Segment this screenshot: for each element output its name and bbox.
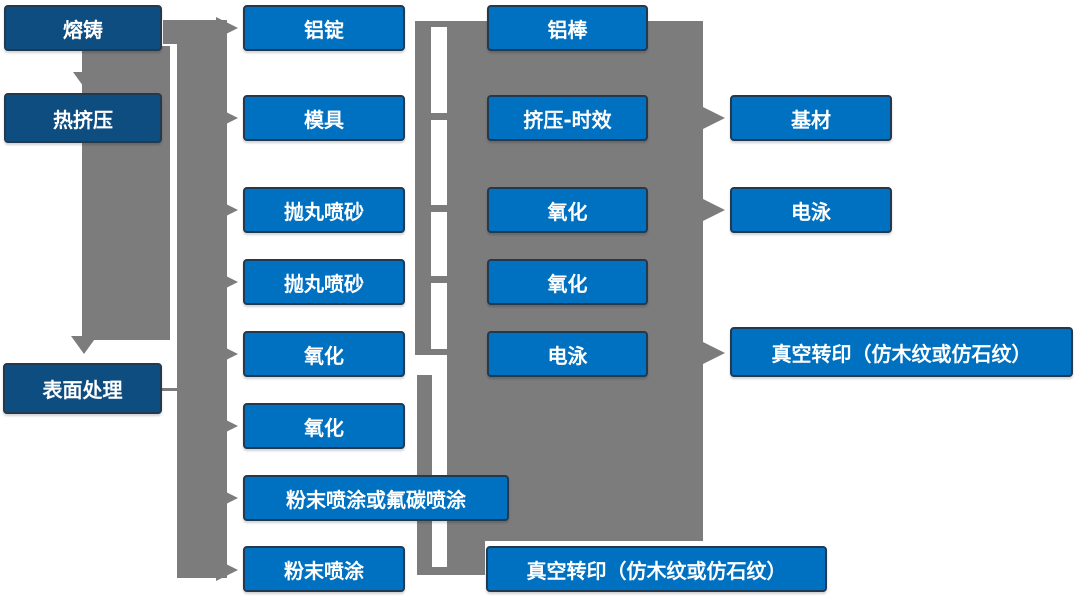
melting-casting-box: 熔铸: [4, 5, 162, 51]
extrusion-aging-box: 挤压-时效: [487, 95, 648, 141]
arrow-to-shot-blasting-1: [216, 199, 238, 221]
arrow-to-powder-or-fluorocarbon: [216, 487, 238, 509]
electrophoresis-2-box: 电泳: [730, 187, 892, 233]
shot-blasting-1-box: 抛丸喷砂: [243, 187, 405, 233]
mid-rail-upper-stub-row2-connector: [431, 113, 448, 120]
arrow-to-electrophoresis-2: [703, 199, 725, 221]
powder-coating-box: 粉末喷涂: [243, 546, 405, 592]
arrow-to-shot-blasting-2: [216, 271, 238, 293]
arrow-to-vacuum-transfer-right: [703, 342, 725, 364]
arrow-to-oxidation-1: [216, 343, 238, 365]
hot-extrusion-box: 热挤压: [4, 93, 162, 143]
mid-rail-upper-stub-row3-connector: [431, 205, 448, 212]
mid-rail-upper-stub-row4-connector: [431, 276, 448, 283]
arrow-to-aluminum-ingot: [216, 17, 238, 39]
powder-or-fluorocarbon-coating-box: 粉末喷涂或氟碳喷涂: [243, 475, 509, 521]
arrow-to-base-material: [703, 107, 725, 129]
aluminum-rod-box: 铝棒: [487, 5, 648, 51]
oxidation-1-box: 氧化: [243, 331, 405, 377]
surface-treatment-stub-connector: [160, 388, 178, 391]
mid-rail-lower-bottom-stub-connector: [431, 567, 448, 575]
aluminum-ingot-box: 铝锭: [243, 5, 405, 51]
mid-rail-upper-stub-row1-connector: [431, 21, 448, 27]
arrow-to-mold: [216, 107, 238, 129]
electrophoresis-1-box: 电泳: [487, 331, 648, 377]
arrow-to-powder-coating: [216, 559, 238, 581]
arrow-to-hot-extrusion: [73, 72, 99, 90]
vacuum-transfer-bottom-box: 真空转印（仿木纹或仿石纹）: [486, 546, 827, 592]
mid-rail-upper-connector: [415, 21, 431, 355]
arrow-to-oxidation-2: [216, 415, 238, 437]
main-gray-block-bottom-extension-connector: [447, 541, 485, 575]
base-material-box: 基材: [730, 95, 892, 141]
mold-box: 模具: [243, 95, 405, 141]
surface-treatment-box: 表面处理: [3, 363, 162, 414]
vacuum-transfer-right-box: 真空转印（仿木纹或仿石纹）: [730, 327, 1073, 377]
left-rail-casting-to-surface-connector: [82, 46, 170, 340]
mid-rail-upper-stub-row5-connector: [431, 349, 448, 355]
arrow-to-surface-treatment: [71, 336, 97, 354]
oxidation-2-box: 氧化: [243, 403, 405, 449]
shot-blasting-2-box: 抛丸喷砂: [243, 259, 405, 305]
oxidation-3-box: 氧化: [487, 187, 648, 233]
oxidation-4-box: 氧化: [487, 259, 648, 305]
